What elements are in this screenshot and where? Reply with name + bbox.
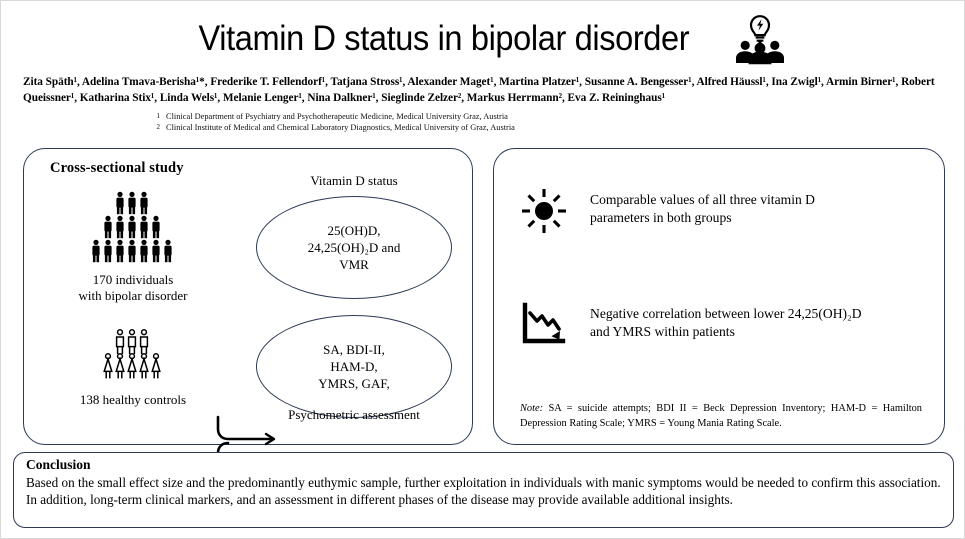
finding-text-line: Negative correlation between lower 24,25…: [590, 306, 862, 321]
note-text: SA = suicide attempts; BDI II = Beck Dep…: [520, 403, 922, 429]
bipolar-group-caption-line2: with bipolar disorder: [78, 288, 188, 304]
affiliation-text: Clinical Institute of Medical and Chemic…: [166, 123, 515, 133]
control-group-caption: 138 healthy controls: [48, 392, 218, 408]
control-group-caption-line1: 138 healthy controls: [79, 392, 187, 407]
vitamin-d-status-label: Vitamin D status: [310, 173, 398, 188]
header: Vitamin D status in bipolar disorder: [1, 1, 964, 134]
finding-text-line: and YMRS within patients: [590, 324, 735, 340]
finding-item: Negative correlation between lower 24,25…: [520, 301, 920, 354]
vitamin-d-measure-line: 25(OH)D,: [327, 222, 381, 238]
affiliation-number: 1: [156, 112, 161, 121]
finding-text: Comparable values of all three vitamin D…: [590, 187, 815, 228]
psychometric-measures-text: SA, BDI-II, HAM-D, YMRS, GAF,: [318, 341, 390, 392]
page-title: Vitamin D status in bipolar disorder: [198, 19, 689, 58]
vitamin-d-measure-line: VMR: [339, 257, 369, 273]
title-row: Vitamin D status in bipolar disorder: [1, 1, 964, 65]
people-lightbulb-icon: [733, 13, 787, 65]
conclusion-title: Conclusion: [26, 457, 91, 472]
finding-text-line: parameters in both groups: [590, 210, 732, 226]
affiliation-text: Clinical Department of Psychiatry and Ps…: [166, 112, 508, 122]
declining-chart-icon: [520, 301, 568, 354]
note-block: Note: SA = suicide attempts; BDI II = Be…: [520, 402, 922, 432]
bipolar-group-block: 170 individuals with bipolar disorder: [48, 191, 218, 305]
finding-text: Negative correlation between lower 24,25…: [590, 301, 862, 342]
people-group-outline-icon: [73, 329, 193, 387]
psychometric-assessment-label: Psychometric assessment: [288, 407, 420, 422]
conclusion-box: Conclusion Based on the small effect siz…: [13, 452, 954, 528]
vitamin-d-measures-ellipse: 25(OH)D, 24,25(OH)₂D and VMR: [256, 196, 452, 299]
finding-text-line: Comparable values of all three vitamin D: [590, 192, 815, 207]
affiliations: 1 Clinical Department of Psychiatry and …: [153, 111, 964, 134]
cross-sectional-study-panel: Cross-sectional study: [23, 148, 473, 467]
people-group-filled-icon: [73, 191, 193, 267]
affiliation-row: 1 Clinical Department of Psychiatry and …: [153, 111, 964, 122]
author-list: Zita Späth¹, Adelina Tmava-Berisha¹*, Fr…: [23, 74, 944, 106]
finding-item: Comparable values of all three vitamin D…: [520, 187, 920, 240]
psychometric-measure-line: HAM-D,: [330, 358, 378, 374]
affiliation-number: 2: [156, 123, 161, 132]
bipolar-group-caption-line1: 170 individuals: [92, 272, 174, 287]
control-group-block: 138 healthy controls: [48, 327, 218, 408]
psychometric-measure-line: SA, BDI-II,: [323, 341, 385, 357]
affiliation-row: 2 Clinical Institute of Medical and Chem…: [153, 122, 964, 133]
vitamin-d-measure-line: 24,25(OH)₂D and: [307, 239, 401, 255]
bipolar-group-caption: 170 individuals with bipolar disorder: [48, 272, 218, 305]
sun-icon: [520, 187, 568, 240]
panel-heading-left: Cross-sectional study: [50, 160, 184, 176]
author-list-text: Zita Späth¹, Adelina Tmava-Berisha¹*, Fr…: [23, 76, 935, 105]
psychometric-measures-ellipse: SA, BDI-II, HAM-D, YMRS, GAF,: [256, 315, 452, 418]
psychometric-measure-line: YMRS, GAF,: [318, 376, 390, 392]
note-label: Note:: [520, 403, 544, 414]
conclusion-body: Based on the small effect size and the p…: [26, 474, 941, 507]
results-panel: Comparable values of all three vitamin D…: [493, 148, 945, 445]
vitamin-d-measures-text: 25(OH)D, 24,25(OH)₂D and VMR: [308, 222, 401, 273]
